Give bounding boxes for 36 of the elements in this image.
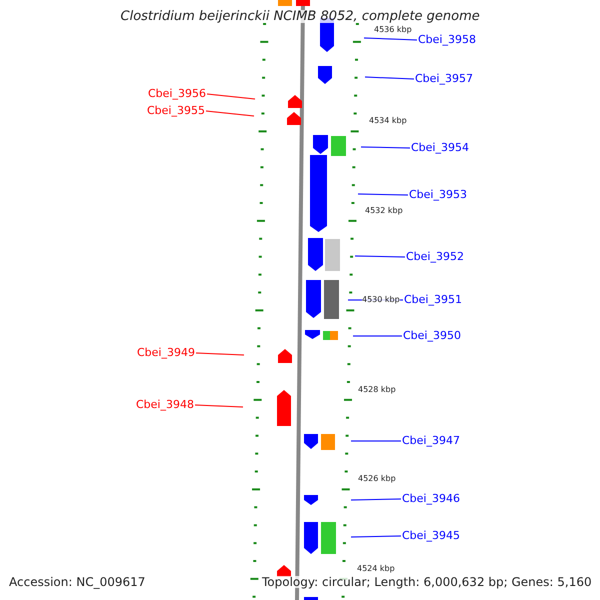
gene-label: Cbei_3953 <box>409 189 467 200</box>
gene-label: Cbei_3955 <box>147 105 205 116</box>
diagram-title: Clostridium beijerinckii NCIMB 8052, complete genome <box>120 10 480 23</box>
scale-label: 4528 kbp <box>358 386 396 394</box>
leader-line <box>206 110 254 116</box>
gene-label: Cbei_3952 <box>406 251 464 262</box>
leader-line <box>350 498 402 500</box>
leader-line <box>194 404 244 408</box>
leader-line <box>364 38 418 40</box>
scale-label: 4524 kbp <box>357 565 395 573</box>
gene-label: Cbei_3956 <box>148 88 206 99</box>
gene-label: Cbei_3950 <box>403 330 461 341</box>
scale-label: 4534 kbp <box>369 117 407 125</box>
scale-label: 4530 kbp <box>362 296 400 304</box>
gene-label: Cbei_3948 <box>136 399 194 410</box>
gene-label: Cbei_3951 <box>404 294 462 305</box>
genome-summary-text: Topology: circular; Length: 6,000,632 bp; Genes: 5,160 <box>262 576 592 588</box>
gene-label: Cbei_3949 <box>137 347 195 358</box>
gene-label: Cbei_3958 <box>418 34 476 45</box>
gene-label: Cbei_3957 <box>415 73 473 84</box>
scale-label: 4536 kbp <box>374 26 412 34</box>
leader-line <box>360 146 410 148</box>
gene-label: Cbei_3946 <box>402 493 460 504</box>
leader-line <box>354 256 406 258</box>
leader-line <box>350 536 402 538</box>
leader-line <box>358 194 408 196</box>
gene-label: Cbei_3954 <box>411 142 469 153</box>
leader-line <box>206 94 256 100</box>
leader-line <box>350 440 402 442</box>
scale-label: 4526 kbp <box>358 475 396 483</box>
gene-label: Cbei_3945 <box>402 530 460 541</box>
gene-label: Cbei_3947 <box>402 435 460 446</box>
accession-text: Accession: NC_009617 <box>9 576 146 588</box>
leader-line <box>196 352 244 356</box>
leader-line <box>364 76 414 80</box>
scale-label: 4532 kbp <box>365 207 403 215</box>
